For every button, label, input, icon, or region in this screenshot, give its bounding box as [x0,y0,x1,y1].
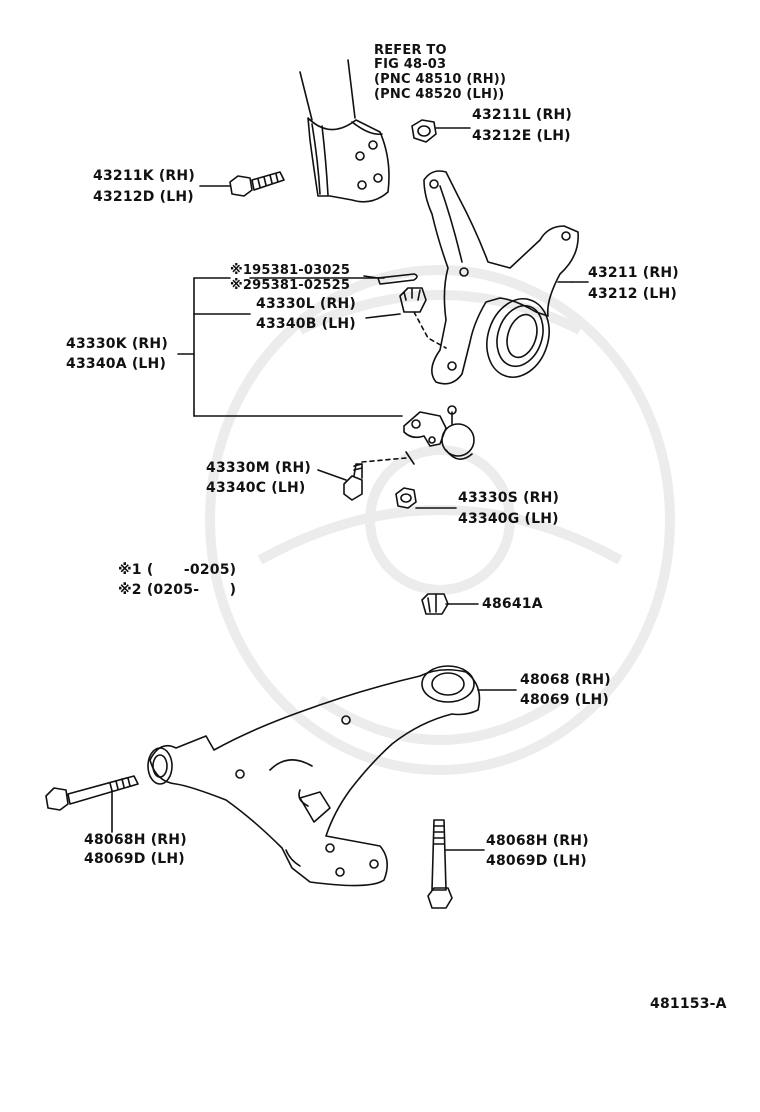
flange-nut-43211L-drawing [411,119,471,143]
label-pin-b: ※295381-02525 [230,278,351,293]
label-48068H-left-rh: 48068H (RH) [84,832,187,848]
label-48068-lh: 48069 (LH) [520,692,610,708]
label-43211K-rh: 43211K (RH) [93,168,195,184]
steering-knuckle-43211-drawing [423,170,589,385]
joint-group-bracket [177,277,403,417]
refer-line-4: (PNC 48520 (LH)) [374,87,505,102]
bolt-48068H-right-drawing [427,819,485,909]
bolt-43211K-drawing [199,171,285,197]
refer-line-2: FIG 48-03 [374,57,447,72]
label-43330S-rh: 43330S (RH) [458,490,560,506]
note-1: ※1 ( -0205) [118,562,237,578]
lower-control-arm-drawing [147,665,517,887]
label-48068-rh: 48068 (RH) [520,672,611,688]
label-43211K-lh: 43212D (LH) [93,189,194,205]
label-48068H-right-lh: 48069D (LH) [486,853,587,869]
label-48068H-right-rh: 48068H (RH) [486,833,589,849]
ball-joint-43330K-drawing [403,405,475,465]
label-43211-lh: 43212 (LH) [588,286,678,302]
label-43211L-rh: 43211L (RH) [472,107,572,123]
label-48068H-left-lh: 48069D (LH) [84,851,185,867]
strut-bracket-drawing [299,59,390,203]
label-pin-a: ※195381-03025 [230,263,351,278]
nut-48641A-drawing [421,593,479,615]
refer-line-1: REFER TO [374,43,447,58]
label-43211L-lh: 43212E (LH) [472,128,571,144]
label-43330L-rh: 43330L (RH) [256,296,356,312]
label-43330S-lh: 43340G (LH) [458,511,559,527]
label-43211-rh: 43211 (RH) [588,265,679,281]
note-2: ※2 (0205- ) [118,582,237,598]
label-43330M-lh: 43340C (LH) [206,480,306,496]
label-43330K-rh: 43330K (RH) [66,336,168,352]
refer-line-3: (PNC 48510 (RH)) [374,72,507,87]
label-43330K-lh: 43340A (LH) [66,356,167,372]
figure-id: 481153-A [650,996,727,1012]
label-43330M-rh: 43330M (RH) [206,460,312,476]
castle-nut-43330L-drawing [365,287,447,349]
bolt-43330M-drawing [317,457,407,501]
label-48641A: 48641A [482,596,543,612]
bolt-48068H-left-drawing [45,775,139,833]
nut-43330S-drawing [395,487,457,509]
label-43330L-lh: 43340B (LH) [256,316,356,332]
